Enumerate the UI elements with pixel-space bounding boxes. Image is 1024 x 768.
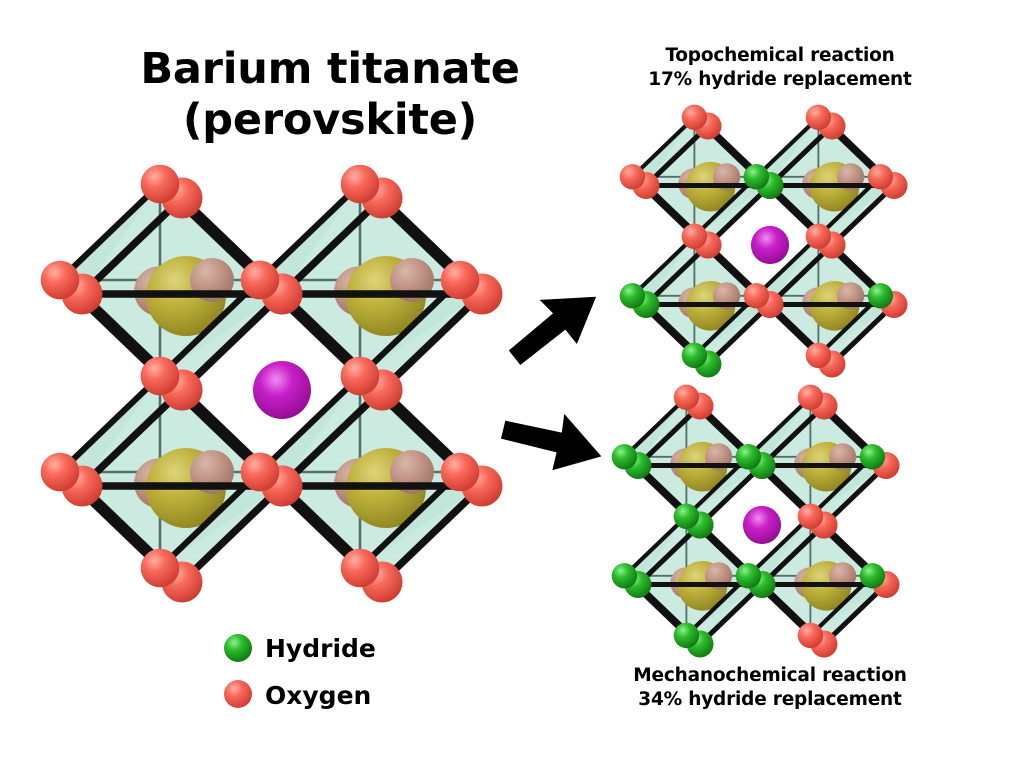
hydride-atom: [735, 444, 762, 470]
oxygen-atom: [240, 260, 280, 300]
hydride-atom: [611, 563, 638, 589]
arrow-up-icon: [508, 296, 597, 365]
barium-site: [738, 501, 786, 549]
barium-atom: [750, 225, 790, 265]
oxygen-atom: [440, 260, 480, 300]
arrow-down-icon: [501, 413, 602, 471]
topochemical-label: Topochemical reaction 17% hydride replac…: [648, 45, 912, 91]
hydride-atom: [673, 622, 700, 649]
hydride-atom: [673, 503, 700, 529]
oxygen-atom: [619, 164, 646, 190]
oxygen-atom: [681, 223, 708, 249]
oxygen-atom: [673, 384, 700, 410]
arrow-shape: [508, 296, 597, 365]
oxygen-atom: [797, 622, 824, 649]
oxygen-atom: [797, 384, 824, 410]
crystal-structure-mechanochemical-34: [611, 384, 900, 658]
oxygen-atom: [40, 452, 80, 492]
oxygen-atom: [743, 283, 770, 309]
oxygen-atom: [681, 104, 708, 130]
vertex-atoms: [611, 384, 900, 658]
arrow-shape: [501, 413, 602, 471]
vertex-atoms: [40, 164, 503, 603]
legend-marker-hydride: [224, 634, 252, 662]
barium-site: [246, 354, 318, 426]
hydride-atom: [859, 444, 886, 470]
oxygen-atom: [340, 548, 380, 588]
hydride-atom: [224, 634, 252, 662]
vertex-atoms: [619, 104, 908, 378]
oxygen-atom: [140, 548, 180, 588]
oxygen-atom: [40, 260, 80, 300]
oxygen-atom: [340, 164, 380, 204]
oxygen-atom: [805, 223, 832, 249]
hydride-atom: [681, 342, 708, 369]
oxygen-atom: [805, 104, 832, 130]
barium-atom: [253, 361, 311, 419]
oxygen-atom: [224, 680, 252, 708]
legend-marker-oxygen: [224, 680, 252, 708]
page-title: Barium titanate (perovskite): [140, 44, 520, 145]
crystal-structure-topochemical-17: [619, 104, 908, 378]
hydride-atom: [867, 283, 894, 309]
barium-atom: [742, 505, 782, 545]
oxygen-atom: [440, 452, 480, 492]
mechanochemical-label: Mechanochemical reaction 34% hydride rep…: [633, 665, 907, 711]
legend-label-hydride: Hydride: [265, 634, 376, 663]
oxygen-atom: [340, 356, 380, 396]
oxygen-atom: [797, 503, 824, 529]
octahedron: [256, 180, 486, 394]
hydride-atom: [859, 563, 886, 589]
oxygen-atom: [140, 164, 180, 204]
legend-label-oxygen: Oxygen: [265, 681, 372, 710]
oxygen-atom: [240, 452, 280, 492]
hydride-atom: [735, 563, 762, 589]
oxygen-atom: [805, 342, 832, 369]
hydride-atom: [611, 444, 638, 470]
oxygen-atom: [867, 164, 894, 190]
crystal-structure-barium-titanate: [40, 164, 503, 603]
legend: [224, 634, 252, 708]
hydride-atom: [619, 283, 646, 309]
hydride-atom: [743, 164, 770, 190]
barium-site: [746, 221, 794, 269]
oxygen-atom: [140, 356, 180, 396]
